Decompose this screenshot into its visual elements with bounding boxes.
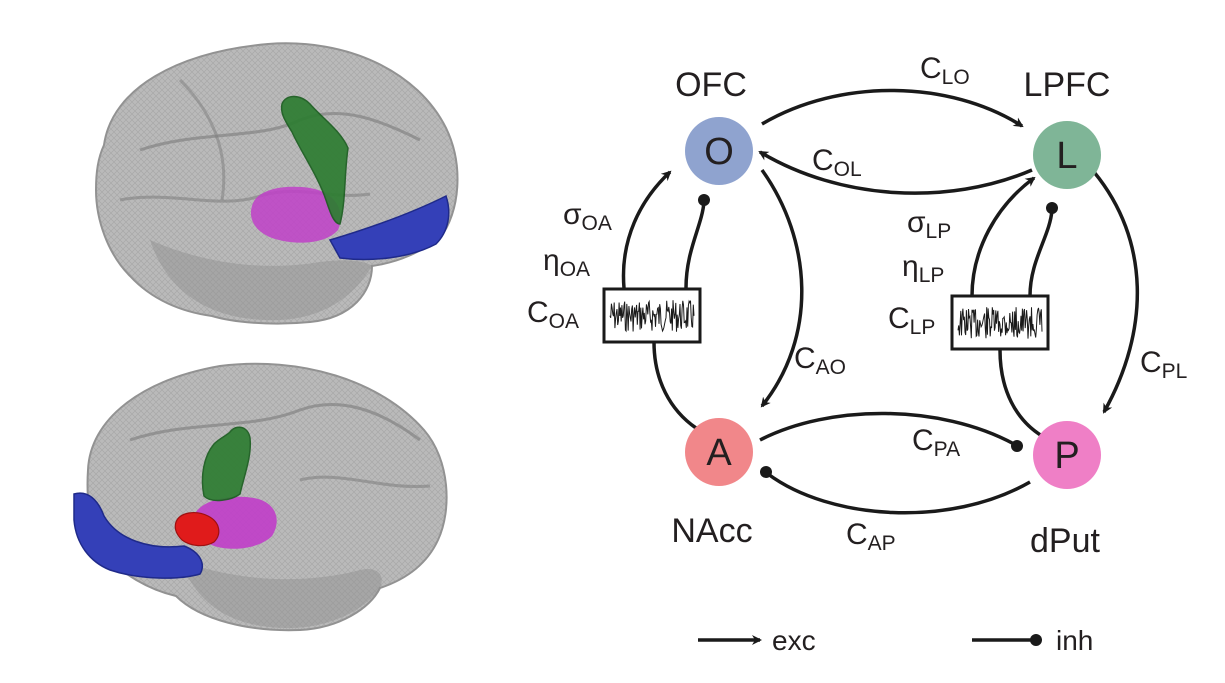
region-name-LPFC: LPFC — [1024, 66, 1111, 104]
node-O-letter: O — [704, 131, 734, 173]
noise-label-sigma-LP: σLP — [907, 206, 951, 243]
edge-label-C-LO: CLO — [920, 52, 970, 89]
node-A-letter: A — [706, 432, 732, 474]
node-A: A — [685, 418, 753, 486]
edge-label-C-AP: CAP — [846, 518, 896, 555]
node-P-letter: P — [1054, 435, 1079, 477]
edge-P-inh-A — [766, 472, 1031, 515]
brain-bottom-green-region — [201, 426, 252, 502]
noise-label-C-LP: CLP — [888, 302, 935, 339]
brain-top-sulcus-3 — [178, 78, 226, 201]
edge-A-inh-P-terminal — [1011, 440, 1023, 452]
edge-label-C-PA: CPA — [912, 424, 960, 461]
noise-label-sigma-OA: σOA — [563, 198, 612, 235]
node-O-circle — [685, 117, 753, 185]
edge-O-to-A — [760, 168, 804, 408]
edge-noiseLP-to-P-line — [998, 349, 1043, 438]
legend-inh-terminal — [1030, 634, 1042, 646]
brain-top-magenta-region — [250, 186, 341, 243]
edge-noiseOA-inh-O-terminal — [698, 194, 710, 206]
node-P-circle — [1033, 421, 1101, 489]
node-A-circle — [685, 418, 753, 486]
brain-bottom-view — [73, 362, 448, 632]
edge-L-to-O — [758, 150, 1033, 195]
edge-label-C-PL: CPL — [1140, 346, 1187, 383]
node-O: O — [685, 117, 753, 185]
brain-top-temporal-shadow — [150, 240, 372, 321]
legend-inh-label: inh — [1056, 625, 1093, 656]
node-L-circle — [1033, 121, 1101, 189]
region-name-NAcc: NAcc — [671, 512, 752, 550]
node-P: P — [1033, 421, 1101, 489]
edge-P-inh-A-terminal — [760, 466, 772, 478]
network-diagram: O L A P OFC LPFC NAcc dPut CLO COL CAO C… — [527, 52, 1187, 560]
legend: exc inh — [698, 625, 1093, 656]
region-name-OFC: OFC — [675, 66, 747, 104]
noise-trace-OA — [609, 299, 695, 333]
edge-L-to-P — [1092, 170, 1140, 414]
noise-label-eta-LP: ηLP — [902, 250, 944, 287]
brain-bottom-temporal-shadow — [180, 560, 382, 628]
brain-bottom-blue-region — [73, 492, 204, 579]
edge-O-to-L — [761, 88, 1024, 128]
brain-top-blue-region — [328, 194, 450, 261]
noise-label-C-OA: COA — [527, 296, 579, 333]
brain-top-view — [94, 42, 459, 325]
edge-label-C-AO: CAO — [794, 342, 846, 379]
edge-noiseLP-to-L — [970, 176, 1036, 297]
brain-bottom-red-region — [174, 512, 220, 547]
edge-A-inh-P — [759, 411, 1015, 446]
edge-noiseLP-inh-L — [1028, 209, 1054, 297]
edge-noiseOA-to-O — [621, 170, 672, 289]
noise-box-OA — [602, 287, 702, 344]
edge-noiseOA-to-A-line — [652, 341, 697, 430]
brain-top-green-region — [280, 95, 349, 225]
edge-noiseLP-inh-L-terminal — [1046, 202, 1058, 214]
node-L-letter: L — [1056, 135, 1077, 177]
edge-noiseOA-inh-O — [684, 201, 706, 289]
edge-label-C-OL: COL — [812, 144, 862, 181]
node-L: L — [1033, 121, 1101, 189]
noise-box-LP — [950, 294, 1050, 351]
legend-exc-label: exc — [772, 625, 816, 656]
region-name-dPut: dPut — [1030, 522, 1100, 560]
brain-bottom-sulcus-2 — [299, 475, 431, 489]
brain-bottom-sulcus-1 — [129, 403, 421, 442]
noise-trace-LP — [957, 307, 1043, 339]
noise-label-eta-OA: ηOA — [543, 244, 590, 281]
